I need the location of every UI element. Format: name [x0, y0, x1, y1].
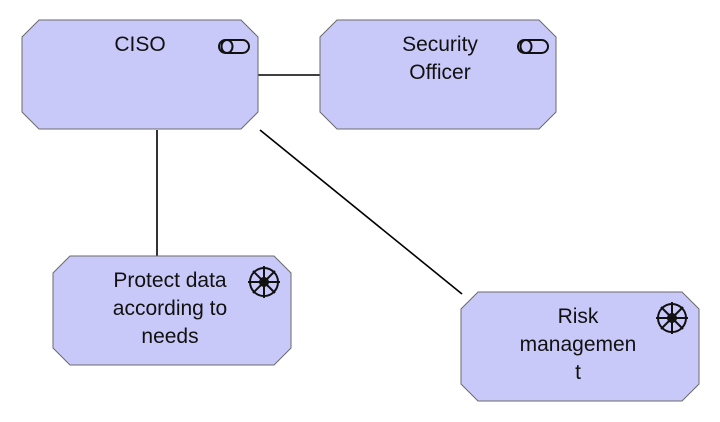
node-label-risk-management: Risk managemen t [519, 305, 637, 384]
connector-ciso-risk-management [259, 129, 463, 295]
node-label-ciso: CISO [114, 33, 166, 56]
node-ciso[interactable] [21, 19, 259, 130]
node-risk-management[interactable] [460, 291, 700, 402]
goal-wheel-icon [248, 266, 280, 298]
role-icon [517, 39, 549, 54]
node-protect-data[interactable] [52, 255, 292, 366]
node-security-officer[interactable] [319, 19, 557, 130]
role-icon [218, 39, 250, 54]
node-label-security-officer: Security Officer [402, 33, 478, 84]
node-label-protect-data: Protect data according to needs [112, 269, 228, 348]
goal-wheel-icon [656, 302, 688, 334]
